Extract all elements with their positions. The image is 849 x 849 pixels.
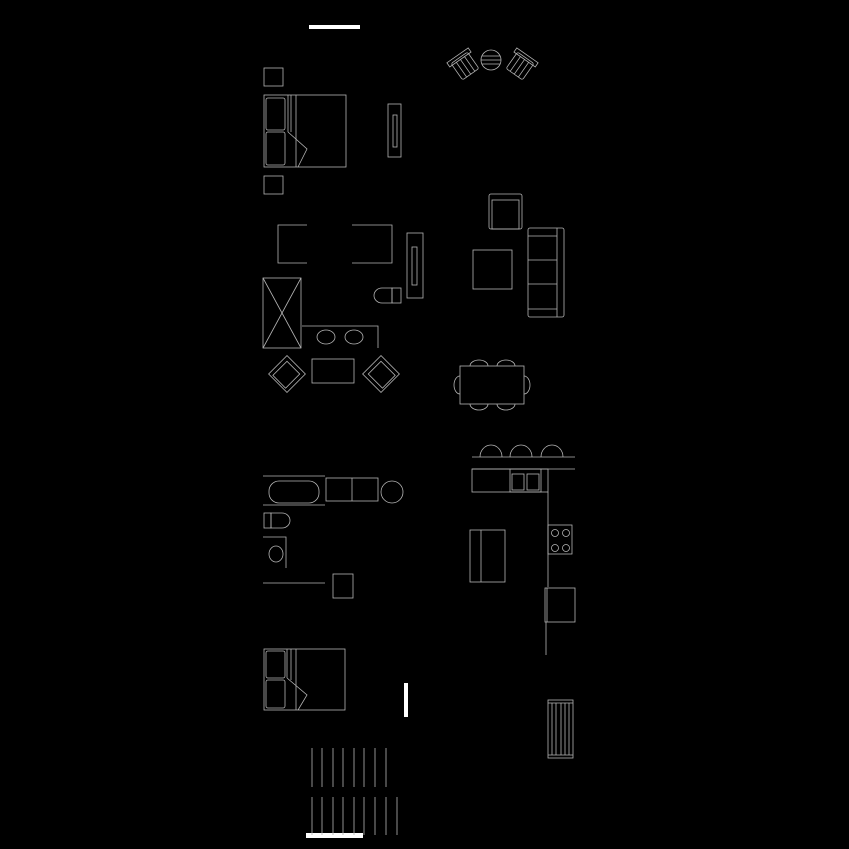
coffee-table-icon bbox=[311, 358, 355, 384]
door-opening-top bbox=[309, 25, 360, 29]
washer-icon bbox=[263, 536, 287, 568]
bar-stool-icon bbox=[479, 444, 564, 458]
bed-icon bbox=[263, 648, 346, 711]
door-opening-bottom bbox=[306, 833, 363, 838]
nightstand-icon bbox=[263, 175, 284, 195]
armchair-icon bbox=[268, 355, 306, 393]
stairs-icon bbox=[311, 748, 398, 835]
cooktop-icon bbox=[547, 524, 573, 555]
armchair-icon bbox=[362, 355, 400, 393]
round-table-icon bbox=[380, 480, 404, 504]
cabinet-icon bbox=[332, 573, 354, 599]
coffee-table-icon bbox=[472, 249, 513, 290]
shower-icon bbox=[262, 277, 302, 349]
tv-unit-icon bbox=[406, 232, 424, 299]
fridge-icon bbox=[544, 587, 576, 623]
desk-icon bbox=[277, 224, 393, 264]
toilet-icon bbox=[373, 287, 402, 304]
tv-unit-icon bbox=[387, 103, 402, 158]
vanity-icon bbox=[325, 477, 379, 502]
sink-icon bbox=[509, 468, 542, 493]
kitchen-island-icon bbox=[469, 529, 506, 583]
dining-table-icon bbox=[453, 359, 531, 411]
armchair-icon bbox=[488, 193, 523, 230]
bed-icon bbox=[263, 94, 347, 168]
door-opening-middle bbox=[404, 683, 408, 717]
bench-icon bbox=[547, 699, 574, 759]
toilet-icon bbox=[263, 512, 291, 529]
bathtub-icon bbox=[263, 475, 325, 506]
vanity-icon bbox=[302, 325, 379, 348]
patio-set-icon bbox=[446, 47, 539, 80]
sofa-icon bbox=[527, 227, 565, 318]
nightstand-icon bbox=[263, 67, 284, 87]
